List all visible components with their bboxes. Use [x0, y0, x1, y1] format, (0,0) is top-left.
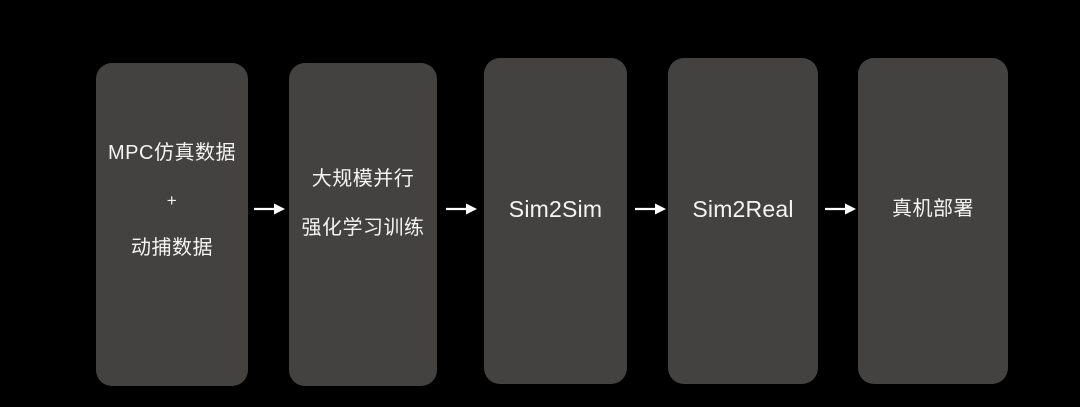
real-robot-deployment-node[interactable]: 真机部署 — [858, 58, 1008, 384]
node-label-group: Sim2Sim — [484, 58, 627, 360]
node-label-line: Sim2Sim — [508, 195, 603, 222]
node-label-line: 强化学习训练 — [301, 217, 425, 239]
arrow-node3-to-node4 — [633, 197, 667, 221]
node-label-line: MPC仿真数据 — [108, 142, 236, 165]
node-label-group: 大规模并行强化学习训练 — [289, 63, 437, 345]
node-label-line: 动捕数据 — [131, 236, 213, 259]
node-label-line: + — [166, 191, 178, 211]
large-scale-parallel-rl-node[interactable]: 大规模并行强化学习训练 — [289, 63, 437, 386]
node-label-group: 真机部署 — [858, 58, 1008, 360]
node-label-group: MPC仿真数据 + 动捕数据 — [96, 63, 248, 339]
arrow-node1-to-node2 — [252, 197, 286, 221]
node-label-line: Sim2Real — [692, 195, 794, 222]
node-label-line: 真机部署 — [892, 197, 974, 220]
arrow-node4-to-node5 — [823, 197, 857, 221]
arrow-node2-to-node3 — [444, 197, 478, 221]
mpc-sim-data-node[interactable]: MPC仿真数据 + 动捕数据 — [96, 63, 248, 386]
node-label-group: Sim2Real — [668, 58, 818, 360]
arrow-right-icon — [446, 203, 477, 215]
arrow-right-icon — [635, 203, 666, 215]
arrow-right-icon — [825, 203, 856, 215]
node-label-line: 大规模并行 — [311, 168, 415, 190]
arrow-right-icon — [254, 203, 285, 215]
sim2real-node[interactable]: Sim2Real — [668, 58, 818, 384]
sim2sim-node[interactable]: Sim2Sim — [484, 58, 627, 384]
